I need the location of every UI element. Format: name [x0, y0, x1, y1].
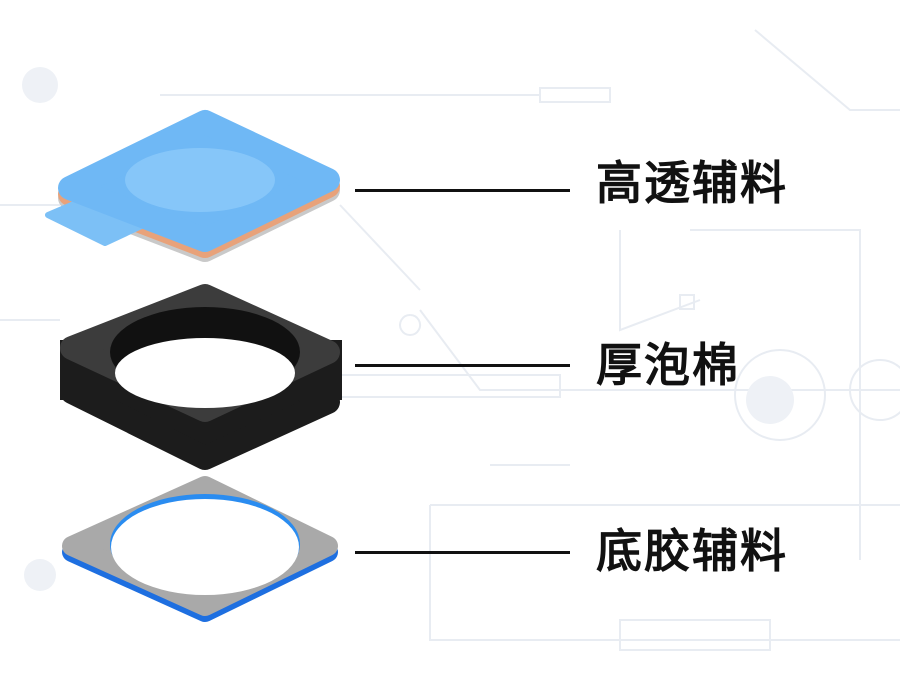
label-bottom-adhesive: 底胶辅料: [596, 524, 788, 578]
leader-line-2: [355, 364, 570, 367]
high-transparency-film: [45, 110, 340, 262]
leader-line-3: [355, 551, 570, 554]
bottom-adhesive-ring: [62, 476, 338, 622]
label-high-transparency-film: 高透辅料: [596, 156, 788, 210]
label-thick-foam: 厚泡棉: [596, 338, 740, 392]
leader-line-1: [355, 189, 570, 192]
thick-foam: [60, 284, 342, 470]
